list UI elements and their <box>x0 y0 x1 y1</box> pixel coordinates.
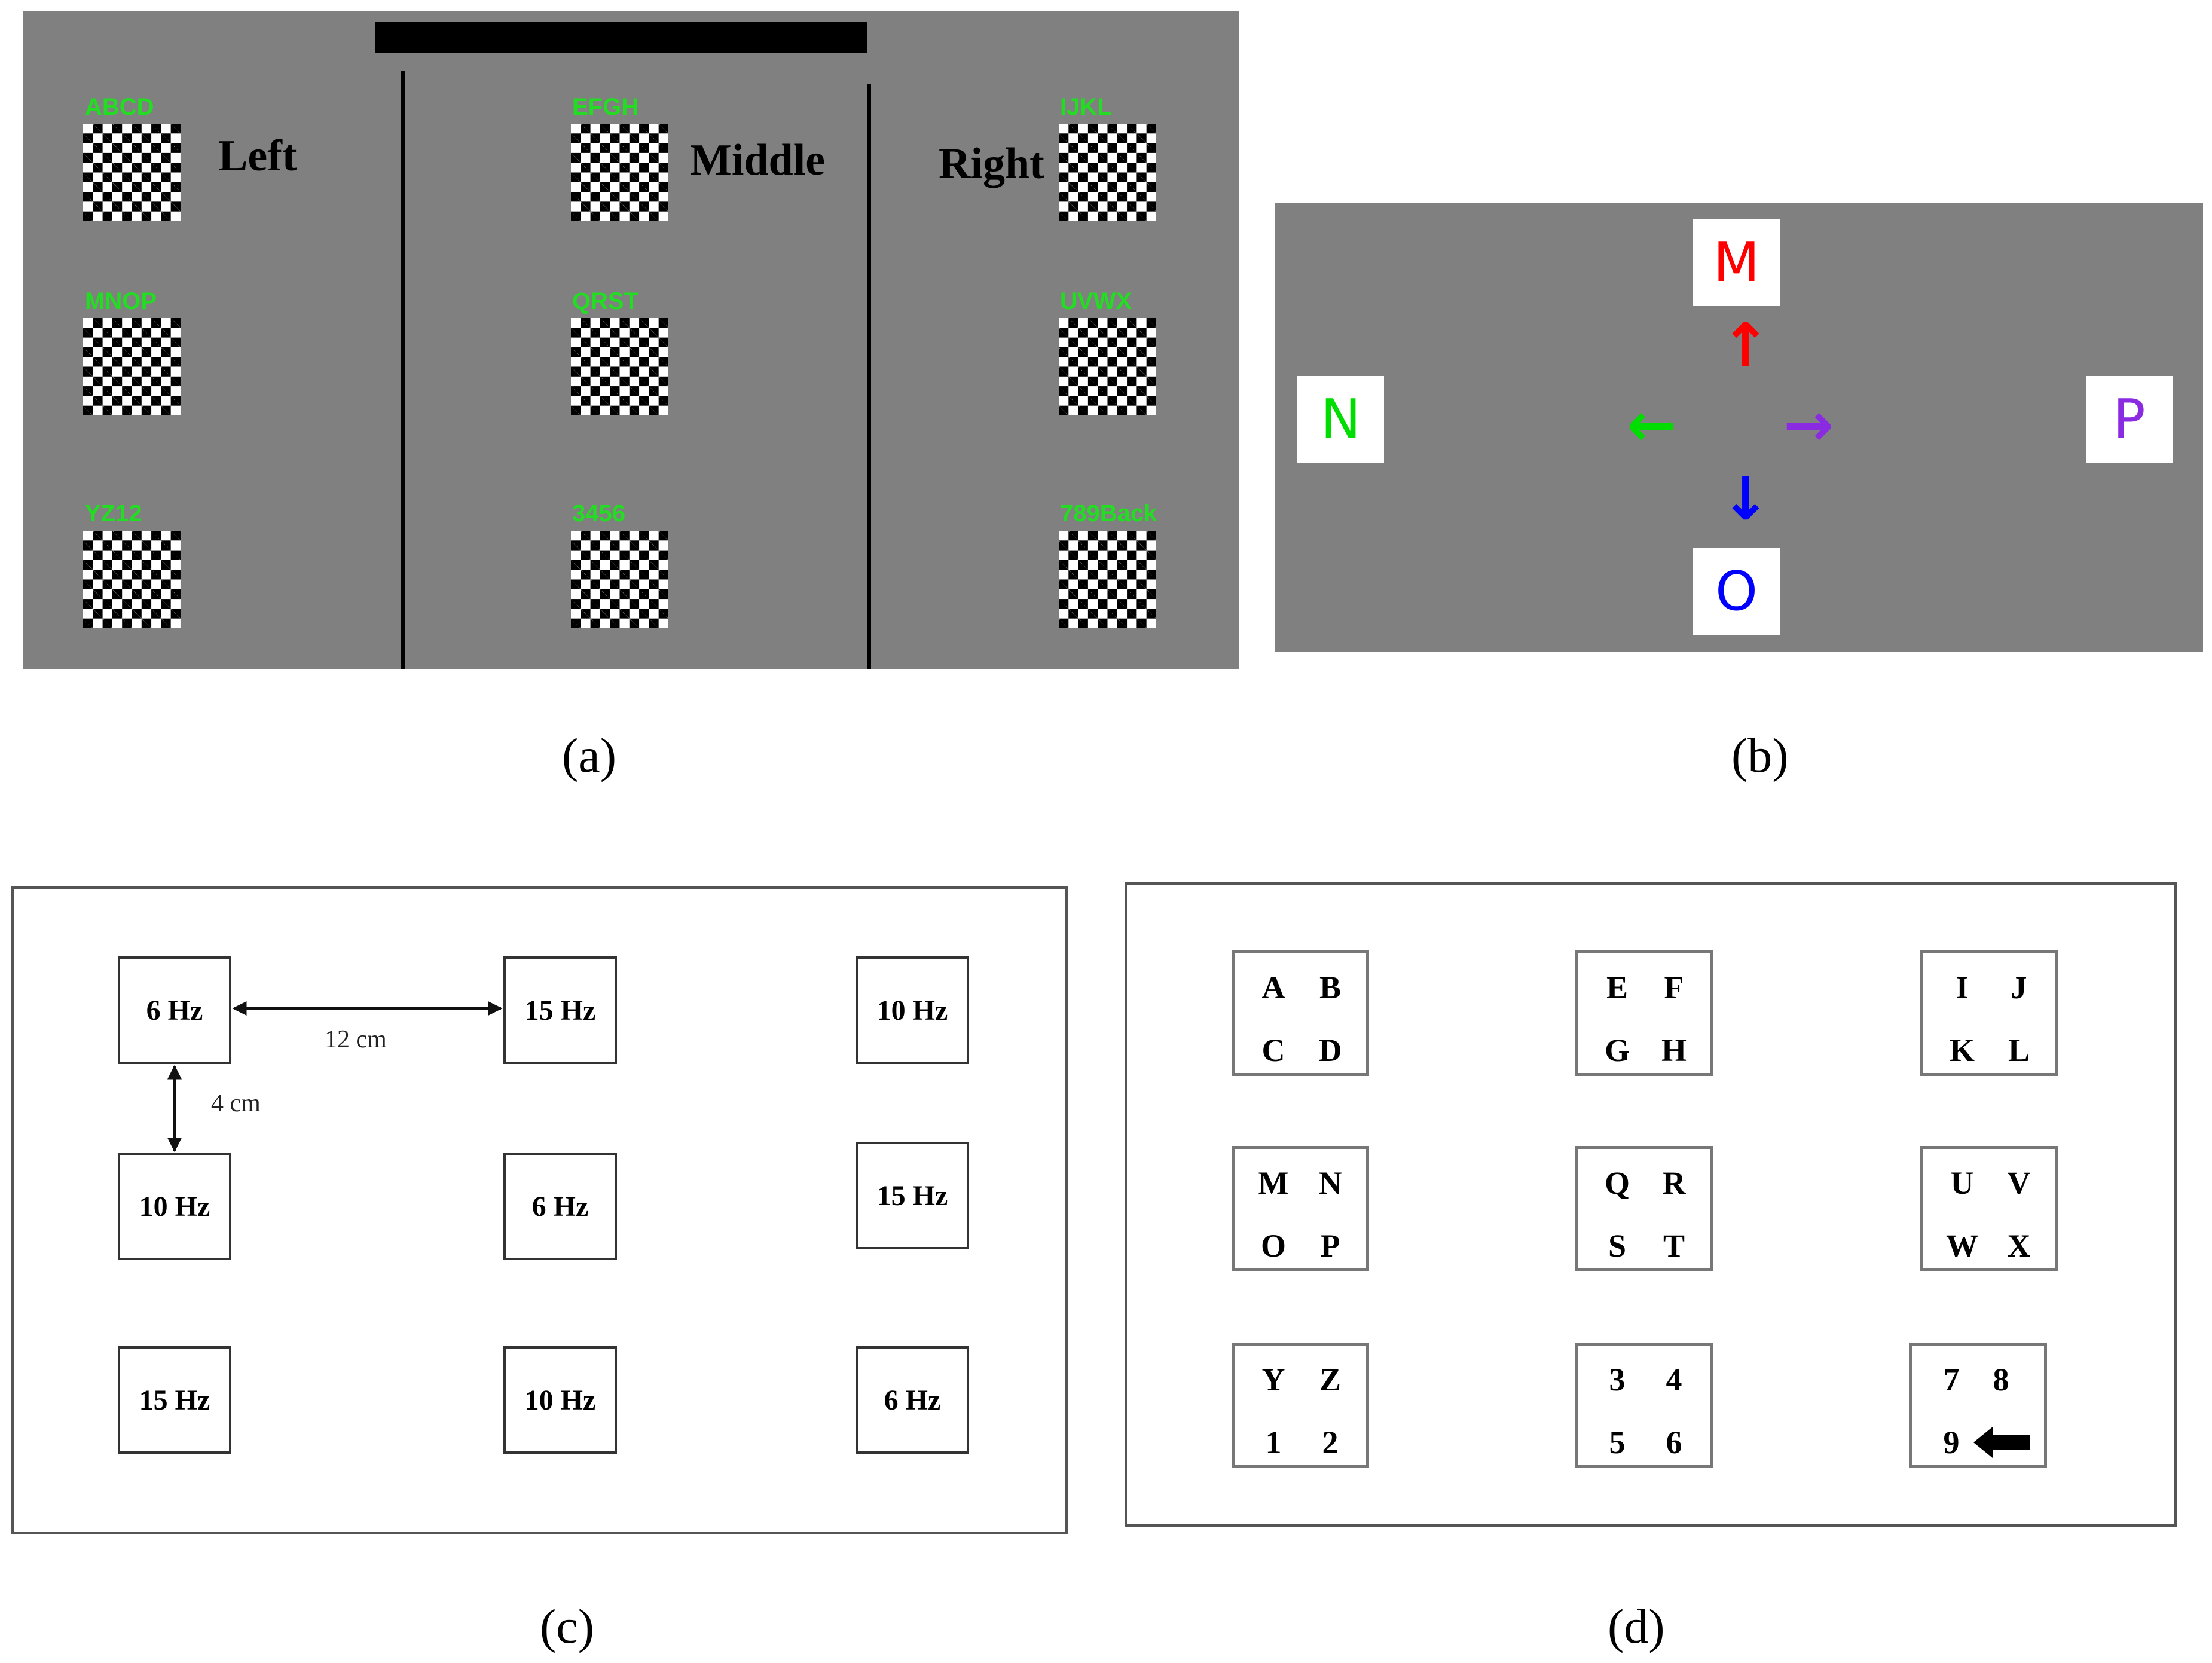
key-char: X <box>2007 1228 2031 1264</box>
checkerboard-stimulus[interactable] <box>1059 318 1156 415</box>
key-char: J <box>2011 970 2027 1005</box>
key-char: 1 <box>1265 1424 1282 1460</box>
frequency-box[interactable]: 10 Hz <box>503 1346 617 1454</box>
checkerboard-stimulus[interactable] <box>1059 531 1156 628</box>
stimulus-label: UVWX <box>1060 288 1132 314</box>
key-char: U <box>1950 1165 1974 1201</box>
key-char: M <box>1258 1165 1289 1201</box>
key-char: 2 <box>1322 1424 1339 1460</box>
key-group[interactable]: U V W X <box>1920 1146 2058 1271</box>
key-char: D <box>1318 1032 1342 1068</box>
caption-d: (d) <box>1608 1599 1665 1653</box>
frequency-box[interactable]: 6 Hz <box>856 1346 969 1454</box>
key-char: L <box>2008 1032 2030 1068</box>
horizontal-distance-label: 12 cm <box>325 1026 387 1053</box>
checkerboard-stimulus[interactable] <box>571 531 668 628</box>
caption-c: (c) <box>540 1599 595 1653</box>
key-char: E <box>1606 970 1629 1005</box>
frequency-box[interactable]: 6 Hz <box>503 1153 617 1260</box>
key-char: N <box>1318 1165 1342 1201</box>
zone-label-middle: Middle <box>690 136 826 185</box>
target-box-down[interactable]: O <box>1693 548 1780 635</box>
stimulus-label: 789Back <box>1060 500 1157 527</box>
key-group[interactable]: Q R S T <box>1575 1146 1713 1271</box>
key-char: W <box>1946 1228 1978 1264</box>
key-char: Z <box>1319 1362 1342 1398</box>
panel-a-speller-layout: Left Middle Right ABCD EFGH IJKL MNOP QR… <box>23 11 1239 669</box>
key-char: T <box>1663 1228 1685 1264</box>
panel-d-keypad-layout: A B C D E F G H I J K L M N O P Q R S T … <box>1125 882 2177 1527</box>
zone-label-left: Left <box>218 132 297 181</box>
checkerboard-stimulus[interactable] <box>83 318 181 415</box>
key-group[interactable]: E F G H <box>1575 950 1713 1076</box>
feedback-bar <box>375 22 867 53</box>
key-char: S <box>1608 1228 1627 1264</box>
stimulus-label: ABCD <box>85 94 154 120</box>
target-box-up[interactable]: M <box>1693 219 1780 306</box>
caption-a: (a) <box>562 728 617 782</box>
stimulus-label: EFGH <box>572 94 639 120</box>
key-char: A <box>1261 970 1285 1005</box>
key-char: Y <box>1261 1362 1285 1398</box>
key-char: H <box>1661 1032 1687 1068</box>
divider-line-right <box>867 84 871 669</box>
key-group[interactable]: 3 4 5 6 <box>1575 1343 1713 1468</box>
divider-line-left <box>401 71 405 669</box>
arrow-up-icon: ↑ <box>1721 310 1771 380</box>
key-group[interactable]: Y Z 1 2 <box>1232 1343 1369 1468</box>
key-char: Q <box>1604 1165 1630 1201</box>
checkerboard-stimulus[interactable] <box>571 124 668 221</box>
key-char: 6 <box>1666 1424 1682 1460</box>
frequency-box[interactable]: 15 Hz <box>118 1346 231 1454</box>
stimulus-label: MNOP <box>85 288 157 314</box>
key-char: 7 <box>1943 1362 1960 1398</box>
key-char: P <box>1320 1228 1340 1264</box>
key-char: B <box>1319 970 1342 1005</box>
panel-b-direction-layout: M N P O ↑ ← → ↓ <box>1275 203 2203 652</box>
stimulus-label: IJKL <box>1060 94 1112 120</box>
key-char: K <box>1949 1032 1975 1068</box>
key-char: R <box>1662 1165 1686 1201</box>
checkerboard-stimulus[interactable] <box>83 531 181 628</box>
key-char: C <box>1261 1032 1285 1068</box>
key-char: G <box>1604 1032 1630 1068</box>
target-box-left[interactable]: N <box>1297 376 1384 463</box>
frequency-box[interactable]: 15 Hz <box>503 956 617 1064</box>
zone-label-right: Right <box>939 139 1044 188</box>
stimulus-label: QRST <box>572 288 639 314</box>
key-group[interactable]: I J K L <box>1920 950 2058 1076</box>
key-char: 3 <box>1609 1362 1626 1398</box>
key-char: F <box>1664 970 1684 1005</box>
frequency-box[interactable]: 6 Hz <box>118 956 231 1064</box>
stimulus-label: 3456 <box>572 500 625 527</box>
arrow-left-icon: ← <box>1627 390 1677 460</box>
key-char: I <box>1956 970 1969 1005</box>
arrow-down-icon: ↓ <box>1721 464 1771 534</box>
key-group[interactable]: 7 8 9 <box>1909 1343 2047 1468</box>
checkerboard-stimulus[interactable] <box>1059 124 1156 221</box>
frequency-box[interactable]: 10 Hz <box>118 1153 231 1260</box>
stimulus-label: YZ12 <box>85 500 142 527</box>
target-box-right[interactable]: P <box>2086 376 2173 463</box>
key-char: 5 <box>1609 1424 1626 1460</box>
key-char: 9 <box>1943 1424 1960 1460</box>
panel-c-frequency-layout: 6 Hz 15 Hz 10 Hz 10 Hz 6 Hz 15 Hz 15 Hz … <box>11 886 1068 1534</box>
key-char: O <box>1260 1228 1286 1264</box>
dimension-arrows <box>167 1001 503 1153</box>
frequency-box[interactable]: 10 Hz <box>856 956 969 1064</box>
key-char: 8 <box>1993 1362 2009 1398</box>
key-char: V <box>2007 1165 2031 1201</box>
checkerboard-stimulus[interactable] <box>83 124 181 221</box>
caption-b: (b) <box>1731 728 1789 782</box>
arrow-right-icon: → <box>1783 390 1834 460</box>
key-group[interactable]: M N O P <box>1232 1146 1369 1271</box>
vertical-distance-label: 4 cm <box>211 1090 261 1117</box>
checkerboard-stimulus[interactable] <box>571 318 668 415</box>
key-group[interactable]: A B C D <box>1232 950 1369 1076</box>
frequency-box[interactable]: 15 Hz <box>856 1142 969 1249</box>
key-char: 4 <box>1666 1362 1682 1398</box>
backspace-arrow-icon <box>1973 1427 2030 1458</box>
